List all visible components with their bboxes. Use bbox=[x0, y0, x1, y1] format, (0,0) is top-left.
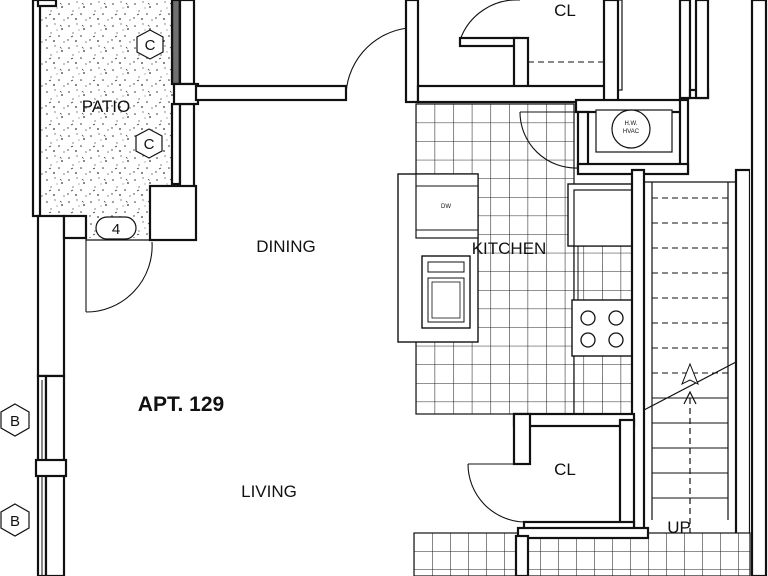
room-label-living: LIVING bbox=[241, 482, 297, 501]
kitchen-island bbox=[397, 173, 479, 343]
tag-b-upper: B bbox=[0, 403, 30, 437]
room-label-kitchen: KITCHEN bbox=[472, 239, 547, 258]
hvac-label: HVAC bbox=[623, 129, 640, 135]
unit-label: APT. 129 bbox=[138, 393, 224, 416]
tag-c-lower: C bbox=[135, 128, 163, 159]
patio-area bbox=[31, 0, 200, 242]
water-heater-label: H.W. bbox=[625, 121, 638, 127]
svg-text:4: 4 bbox=[112, 221, 120, 238]
svg-text:C: C bbox=[145, 37, 156, 54]
stair-up-label: UP bbox=[667, 518, 691, 537]
closet-top bbox=[416, 0, 710, 104]
closet-bottom bbox=[467, 412, 636, 534]
wall-entry-post bbox=[514, 534, 530, 576]
room-label-patio: PATIO bbox=[82, 97, 131, 116]
svg-text:B: B bbox=[10, 513, 20, 530]
dishwasher-label: DW bbox=[441, 204, 451, 210]
wall-entry-right bbox=[404, 0, 420, 104]
entry-door-swing bbox=[345, 27, 409, 101]
tag-number-4: 4 bbox=[95, 216, 137, 240]
wall-dining-top bbox=[194, 84, 348, 102]
patio-door-swing bbox=[85, 240, 153, 313]
patio-gate bbox=[36, 0, 58, 8]
room-label-closet-top: CL bbox=[554, 1, 576, 20]
svg-text:B: B bbox=[10, 413, 20, 430]
room-label-closet-bottom: CL bbox=[554, 460, 576, 479]
kitchen-counter bbox=[567, 183, 635, 357]
room-label-dining: DINING bbox=[256, 237, 316, 256]
tag-c-upper: C bbox=[136, 29, 164, 60]
tag-b-lower: B bbox=[0, 503, 30, 537]
svg-text:C: C bbox=[144, 136, 155, 153]
entry-tile-floor bbox=[413, 532, 751, 576]
wall-entry-bottom bbox=[516, 526, 650, 540]
exterior-wall-left bbox=[34, 214, 88, 576]
